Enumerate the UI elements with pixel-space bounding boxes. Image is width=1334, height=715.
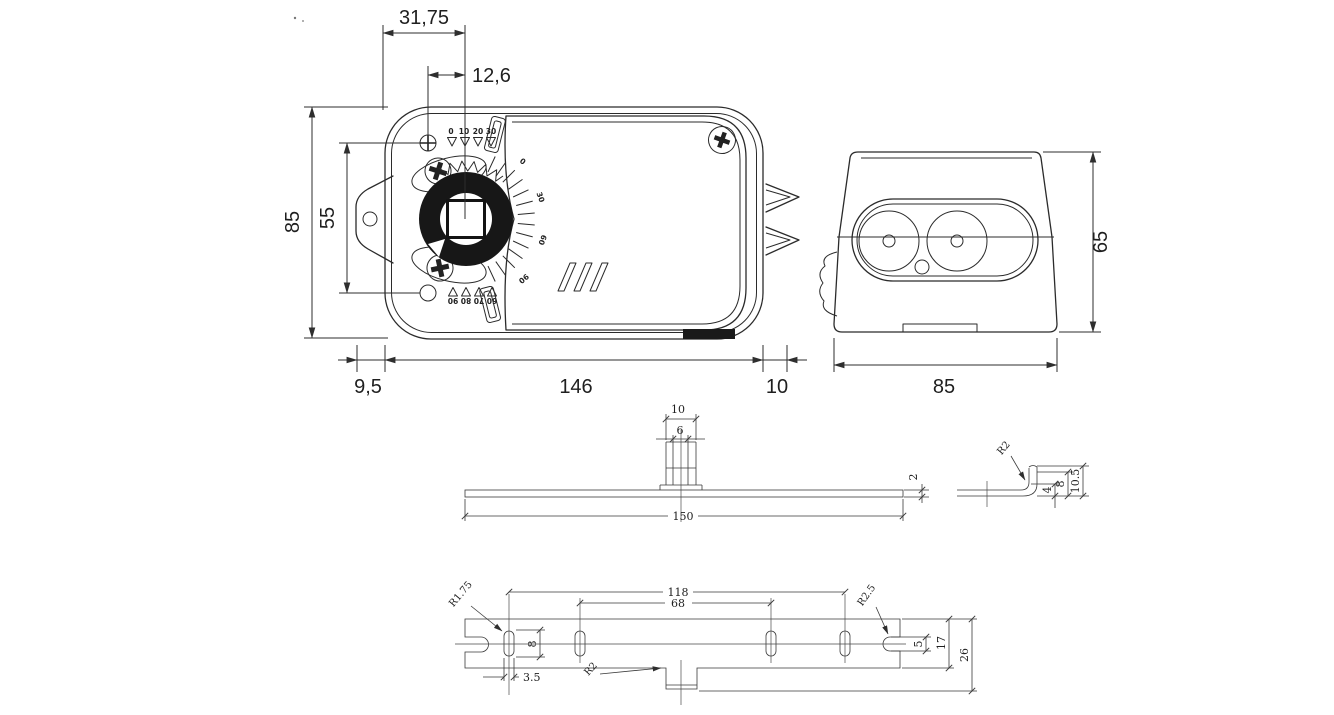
- dim-total-height-label: 26: [958, 648, 971, 662]
- mounting-ear-hole: [362, 211, 378, 227]
- side-body-outline: [833, 151, 1058, 333]
- face-plate-inner-line: [512, 121, 741, 325]
- shaft-square: [446, 199, 486, 239]
- dim-total-label: 10.5: [1069, 469, 1082, 494]
- side-actuator-view: 65 85: [819, 151, 1112, 398]
- tab-radius-leader: [599, 666, 662, 675]
- dim-shaft-offset-label: 12,6: [472, 65, 511, 87]
- front-actuator-view: 0 30 60 90 0 10 20 30 90 80 70 60: [282, 7, 807, 398]
- dim-step-label: 4: [1041, 487, 1054, 494]
- manual-override-knob: [419, 172, 513, 266]
- arc-scale-label: 60: [537, 233, 549, 246]
- dim-slot-width-label: 3.5: [523, 671, 541, 684]
- gear-teeth: [438, 160, 504, 182]
- right-slot-radius-leader: [875, 606, 889, 635]
- dim-inner-span-label: 68: [671, 597, 685, 610]
- logo-slashes-icon: [557, 262, 609, 292]
- dim-length-label: 150: [673, 510, 694, 523]
- slot-2: [574, 630, 586, 657]
- dim-leg-label: 8: [1054, 481, 1067, 488]
- dim-outer-span-label: 118: [668, 586, 689, 599]
- bracket-l-profile: [957, 465, 1038, 497]
- phillips-screw-icon: [708, 126, 736, 154]
- foot-bracket-view: 118 68 8 3.5 R1.75 R2.5 5 17 26 R2: [447, 415, 1087, 705]
- mounting-ear: [355, 175, 394, 264]
- scale-label: 60: [487, 296, 497, 305]
- foot-bracket-centerlines: [455, 594, 906, 705]
- bracket-top-view: 10 6 150 2: [464, 403, 929, 523]
- scale-label: 20: [473, 127, 483, 136]
- dim-slot-height-label: 8: [526, 641, 539, 648]
- scale-label: 70: [474, 296, 484, 305]
- arc-scale-label: 0: [518, 156, 527, 166]
- latch-detail-top: [483, 115, 506, 154]
- gear-left: [858, 210, 920, 272]
- dim-tab-label: 10: [766, 376, 788, 398]
- bend-radius-label: R2: [995, 440, 1012, 458]
- scale-pointer-bottom: [419, 284, 437, 302]
- dim-side-width-label: 85: [933, 376, 955, 398]
- dim-body-length-label: 146: [559, 376, 592, 398]
- bracket-side-view: R2 4 8 10.5: [957, 440, 1089, 508]
- scale-label: 10: [459, 127, 469, 136]
- side-edge-ridges: [819, 251, 838, 317]
- front-dimensions: 31,75 12,6 85 55 9,5 146 10: [282, 7, 807, 398]
- dim-right-slot-height-label: 5: [912, 641, 925, 648]
- arc-scale-label: 30: [535, 191, 547, 204]
- gear-left-hole: [882, 234, 896, 248]
- clip-tab-lower-inner: [765, 232, 791, 249]
- side-dimensions: 65 85: [833, 151, 1112, 398]
- position-scale-bottom: 90 80 70 60: [448, 287, 497, 305]
- scale-label: 90: [448, 296, 458, 305]
- knob-pointer-notch: [428, 239, 445, 257]
- dim-bar-height-label: 17: [935, 636, 948, 650]
- face-plate-outline: [504, 115, 747, 331]
- clip-tab-upper: [765, 183, 800, 213]
- scale-label: 80: [461, 296, 471, 305]
- scale-pointer-top: [419, 134, 437, 152]
- gear-window-outline: [851, 198, 1039, 282]
- slot-3: [765, 630, 777, 657]
- latch-detail-bottom: [479, 285, 502, 324]
- clip-tab-upper-inner: [765, 189, 791, 206]
- bracket-bar-outline: [464, 489, 904, 498]
- tab-radius-label: R2: [582, 660, 599, 678]
- side-bottom-notch: [902, 323, 978, 332]
- right-slot-radius-label: R2.5: [856, 583, 878, 609]
- gear-right-hole: [950, 234, 964, 248]
- dim-tab-inner-label: 6: [677, 424, 684, 437]
- angle-scale-arc: [487, 156, 535, 282]
- gear-window-inner-line: [856, 203, 1034, 277]
- clip-tab-lower: [765, 226, 800, 256]
- print-artifact-dot: [302, 20, 304, 22]
- dim-knob-offset-label: 31,75: [399, 7, 449, 29]
- dim-ear-label: 9,5: [354, 376, 382, 398]
- gear-idler-hole: [914, 259, 930, 275]
- arc-scale-label: 90: [517, 272, 531, 286]
- slot-1: [503, 630, 515, 657]
- actuator-body-outline: [384, 106, 764, 340]
- slot-radius-leader: [470, 605, 503, 632]
- print-artifact-dot: [293, 16, 297, 20]
- actuator-body-inner-line: [391, 113, 757, 333]
- dim-tab-outer-label: 10: [671, 403, 685, 416]
- scale-label: 0: [448, 127, 453, 136]
- bend-radius-leader: [1010, 455, 1026, 481]
- dim-side-height-label: 65: [1090, 231, 1112, 253]
- dim-screw-spacing-label: 55: [317, 207, 339, 229]
- foot-bracket-outline: [464, 618, 901, 690]
- dim-thickness-label: 2: [907, 474, 920, 481]
- position-scale-top: 0 10 20 30: [447, 127, 496, 147]
- gear-right: [926, 210, 988, 272]
- slot-4: [839, 630, 851, 657]
- scale-label: 30: [486, 127, 496, 136]
- dim-total-height-label: 85: [282, 211, 304, 233]
- slot-radius-label: R1.75: [447, 579, 475, 609]
- bottom-connector: [683, 329, 735, 339]
- dimension-tick-marks: [461, 415, 1087, 695]
